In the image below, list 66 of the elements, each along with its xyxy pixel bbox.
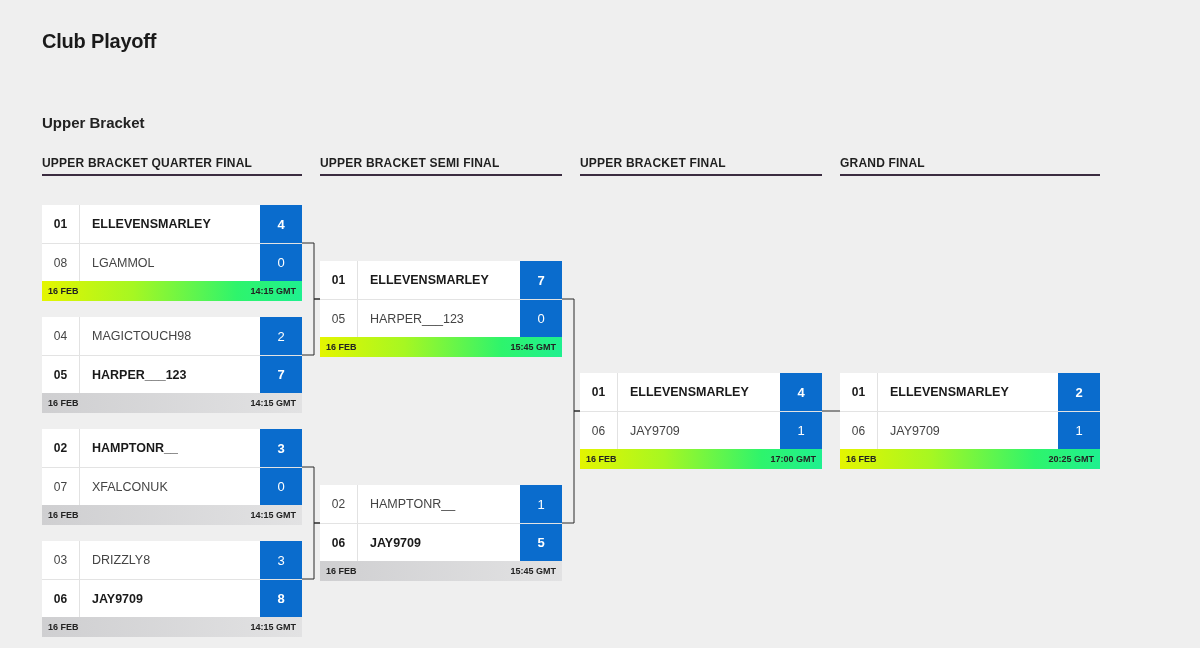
player-name: JAY9709 bbox=[629, 422, 681, 440]
player-name: JAY9709 bbox=[889, 422, 941, 440]
player-name: HARPER___123 bbox=[369, 310, 465, 328]
bracket-line bbox=[301, 298, 321, 356]
player-name: DRIZZLY8 bbox=[91, 552, 152, 569]
match-date: 16 FEB bbox=[846, 454, 877, 464]
player-name: HARPER___123 bbox=[91, 366, 188, 384]
round-heading: GRAND FINAL bbox=[840, 156, 1100, 176]
score-box: 2 bbox=[1058, 373, 1100, 411]
match-card bbox=[42, 429, 302, 525]
score-box: 3 bbox=[260, 541, 302, 579]
player-name: ELLEVENSMARLEY bbox=[91, 216, 212, 233]
score-box: 1 bbox=[780, 412, 822, 449]
match-date: 16 FEB bbox=[586, 454, 617, 464]
score-box: 0 bbox=[520, 300, 562, 337]
match-time: 14:15 GMT bbox=[250, 398, 296, 408]
bracket-line bbox=[821, 410, 841, 412]
score-box: 7 bbox=[260, 356, 302, 393]
match-time: 14:15 GMT bbox=[250, 286, 296, 296]
match-time: 17:00 GMT bbox=[770, 454, 816, 464]
score-box: 1 bbox=[1058, 412, 1100, 449]
match-date: 16 FEB bbox=[326, 342, 357, 352]
match-card bbox=[580, 373, 822, 469]
match-card bbox=[42, 205, 302, 301]
match-time: 15:45 GMT bbox=[510, 342, 556, 352]
match-card bbox=[42, 317, 302, 413]
match-time: 20:25 GMT bbox=[1048, 454, 1094, 464]
match-time: 15:45 GMT bbox=[510, 566, 556, 576]
player-name: JAY9709 bbox=[369, 534, 422, 552]
player-name: XFALCONUK bbox=[91, 478, 169, 496]
match-time: 14:15 GMT bbox=[250, 510, 296, 520]
player-name: ELLEVENSMARLEY bbox=[629, 384, 750, 401]
player-name: HAMPTONR__ bbox=[91, 440, 179, 457]
score-box: 0 bbox=[260, 244, 302, 281]
match-card bbox=[320, 261, 562, 357]
match-card bbox=[42, 541, 302, 637]
match-date: 16 FEB bbox=[326, 566, 357, 576]
score-box: 4 bbox=[780, 373, 822, 411]
match-card bbox=[320, 485, 562, 581]
round-heading: UPPER BRACKET FINAL bbox=[580, 156, 822, 176]
player-name: MAGICTOUCH98 bbox=[91, 328, 193, 345]
match-time: 14:15 GMT bbox=[250, 622, 296, 632]
section-heading: Upper Bracket bbox=[42, 114, 145, 131]
player-name: JAY9709 bbox=[91, 590, 144, 608]
player-name: ELLEVENSMARLEY bbox=[369, 272, 490, 289]
score-box: 5 bbox=[520, 524, 562, 561]
score-box: 2 bbox=[260, 317, 302, 355]
score-box: 1 bbox=[520, 485, 562, 523]
score-box: 7 bbox=[520, 261, 562, 299]
match-card bbox=[840, 373, 1100, 469]
score-box: 8 bbox=[260, 580, 302, 617]
page-title: Club Playoff bbox=[42, 30, 157, 53]
round-heading: UPPER BRACKET SEMI FINAL bbox=[320, 156, 562, 176]
score-box: 4 bbox=[260, 205, 302, 243]
score-box: 3 bbox=[260, 429, 302, 467]
bracket-line bbox=[561, 410, 581, 524]
match-date: 16 FEB bbox=[48, 286, 79, 296]
bracket-line bbox=[301, 522, 321, 580]
match-date: 16 FEB bbox=[48, 510, 79, 520]
score-box: 0 bbox=[260, 468, 302, 505]
match-date: 16 FEB bbox=[48, 622, 79, 632]
match-date: 16 FEB bbox=[48, 398, 79, 408]
player-name: HAMPTONR__ bbox=[369, 496, 457, 513]
player-name: LGAMMOL bbox=[91, 254, 156, 272]
round-heading: UPPER BRACKET QUARTER FINAL bbox=[42, 156, 302, 176]
player-name: ELLEVENSMARLEY bbox=[889, 384, 1010, 401]
